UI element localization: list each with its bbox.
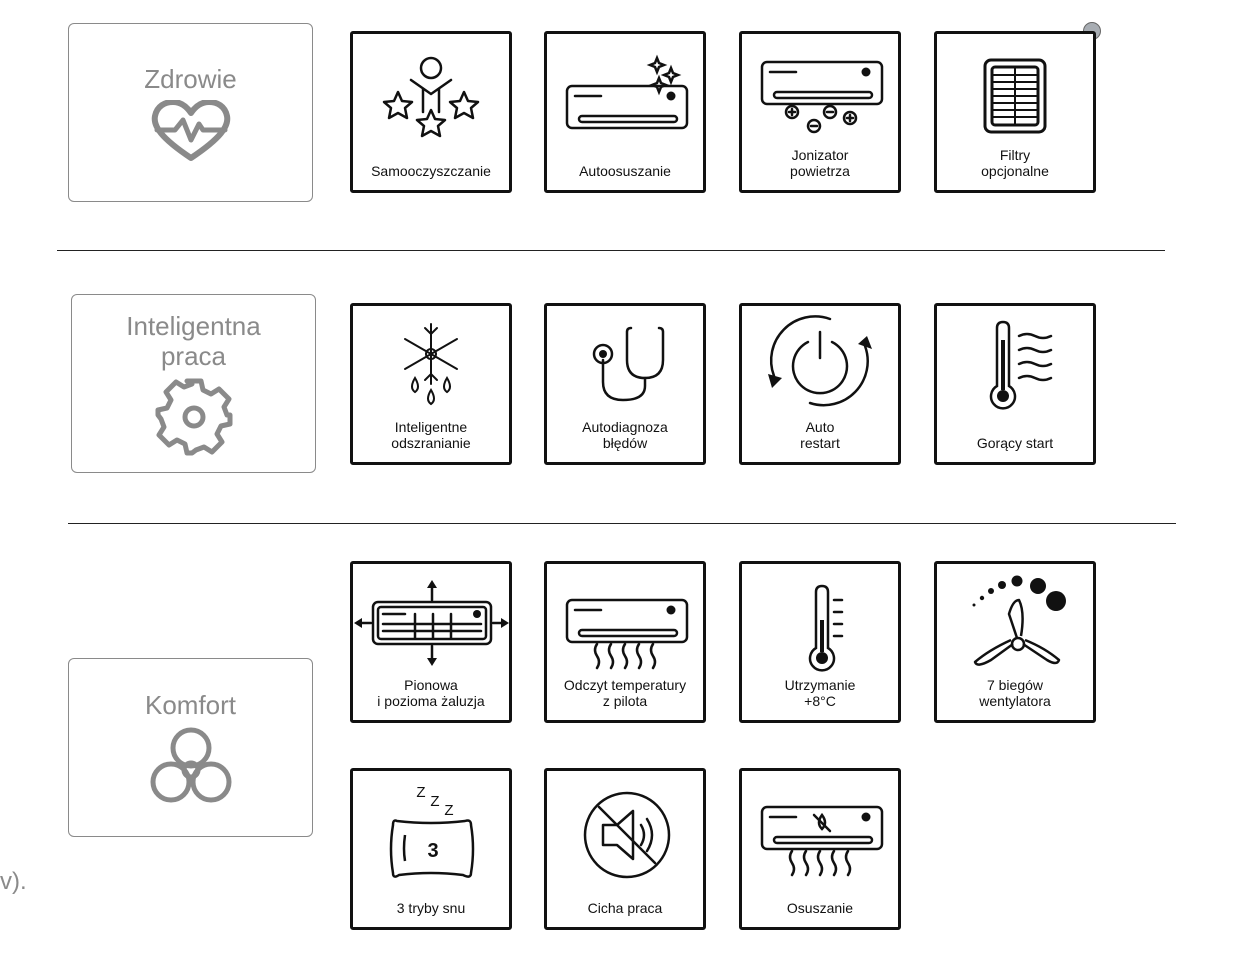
feature-tile-samooczyszczanie: Samooczyszczanie: [350, 31, 512, 193]
defrost-icon: [404, 323, 458, 406]
auto-drying-icon: [565, 54, 689, 130]
feature-label: Filtry opcjonalne: [981, 147, 1049, 179]
feature-tile-autodiagnoza: Autodiagnoza błędów: [544, 303, 706, 465]
pillow-sleep-icon: 3 Z Z Z: [389, 784, 475, 878]
feature-tile-zaluzja: Pionowa i pozioma żaluzja: [350, 561, 512, 723]
mute-icon: [583, 791, 671, 879]
feature-tile-odszranianie: Inteligentne odszranianie: [350, 303, 512, 465]
fan-speed-icon: [972, 575, 1066, 666]
category-label: Komfort: [144, 689, 237, 720]
feature-tile-odczyt-temperatury: Odczyt temperatury z pilota: [544, 561, 706, 723]
louver-icon: [354, 580, 509, 666]
thermometer-heat-icon: [989, 320, 1053, 410]
ionizer-icon: [760, 60, 884, 134]
fan-icon: [150, 727, 231, 802]
category-label: Inteligentna praca: [126, 310, 261, 371]
dehumidify-icon: [760, 805, 884, 877]
section-divider: [68, 523, 1176, 524]
sleep-letter: Z: [444, 802, 453, 819]
thermometer-icon: [808, 584, 844, 672]
power-restart-icon: [768, 315, 872, 407]
feature-label: Odczyt temperatury z pilota: [563, 677, 687, 709]
category-komfort: Komfort: [68, 658, 313, 837]
text-fragment: v).: [0, 868, 27, 895]
ac-airflow-icon: [565, 598, 689, 670]
sleep-letter: Z: [430, 793, 439, 810]
heart-pulse-icon: [151, 99, 230, 161]
self-cleaning-icon: [382, 56, 480, 138]
feature-label: Auto restart: [800, 419, 840, 451]
feature-label: Autodiagnoza błędów: [582, 419, 668, 451]
feature-tile-goracy-start: Gorący start: [934, 303, 1096, 465]
feature-label: Jonizator powietrza: [790, 147, 850, 179]
feature-tile-osuszanie: Osuszanie: [739, 768, 901, 930]
feature-label: Samooczyszczanie: [371, 163, 491, 179]
feature-label: Autoosuszanie: [579, 163, 671, 179]
feature-label: Inteligentne odszranianie: [391, 419, 471, 451]
category-label: Zdrowie: [144, 63, 237, 94]
category-zdrowie: Zdrowie: [68, 23, 313, 202]
feature-tile-auto-restart: Auto restart: [739, 303, 901, 465]
feature-label: Gorący start: [976, 435, 1054, 451]
feature-label: 7 biegów wentylatora: [979, 677, 1051, 709]
feature-tile-biegi-wentylatora: 7 biegów wentylatora: [934, 561, 1096, 723]
feature-tile-autoosuszanie: Autoosuszanie: [544, 31, 706, 193]
feature-tile-cicha-praca: Cicha praca: [544, 768, 706, 930]
feature-label: Pionowa i pozioma żaluzja: [377, 677, 485, 709]
gear-icon: [155, 378, 232, 455]
pillow-number: 3: [427, 840, 438, 862]
sleep-letter: Z: [416, 784, 425, 801]
feature-label: Utrzymanie +8°C: [784, 677, 856, 709]
feature-tile-filtry: Filtry opcjonalne: [934, 31, 1096, 193]
filter-icon: [983, 58, 1047, 134]
feature-tile-jonizator: Jonizator powietrza: [739, 31, 901, 193]
feature-label: Osuszanie: [786, 900, 854, 916]
category-inteligentna-praca: Inteligentna praca: [71, 294, 316, 473]
feature-tile-tryby-snu: 3 Z Z Z 3 tryby snu: [350, 768, 512, 930]
stethoscope-icon: [592, 326, 665, 402]
feature-tile-utrzymanie: Utrzymanie +8°C: [739, 561, 901, 723]
feature-label: Cicha praca: [587, 900, 663, 916]
feature-label: 3 tryby snu: [396, 900, 466, 916]
section-divider: [57, 250, 1165, 251]
